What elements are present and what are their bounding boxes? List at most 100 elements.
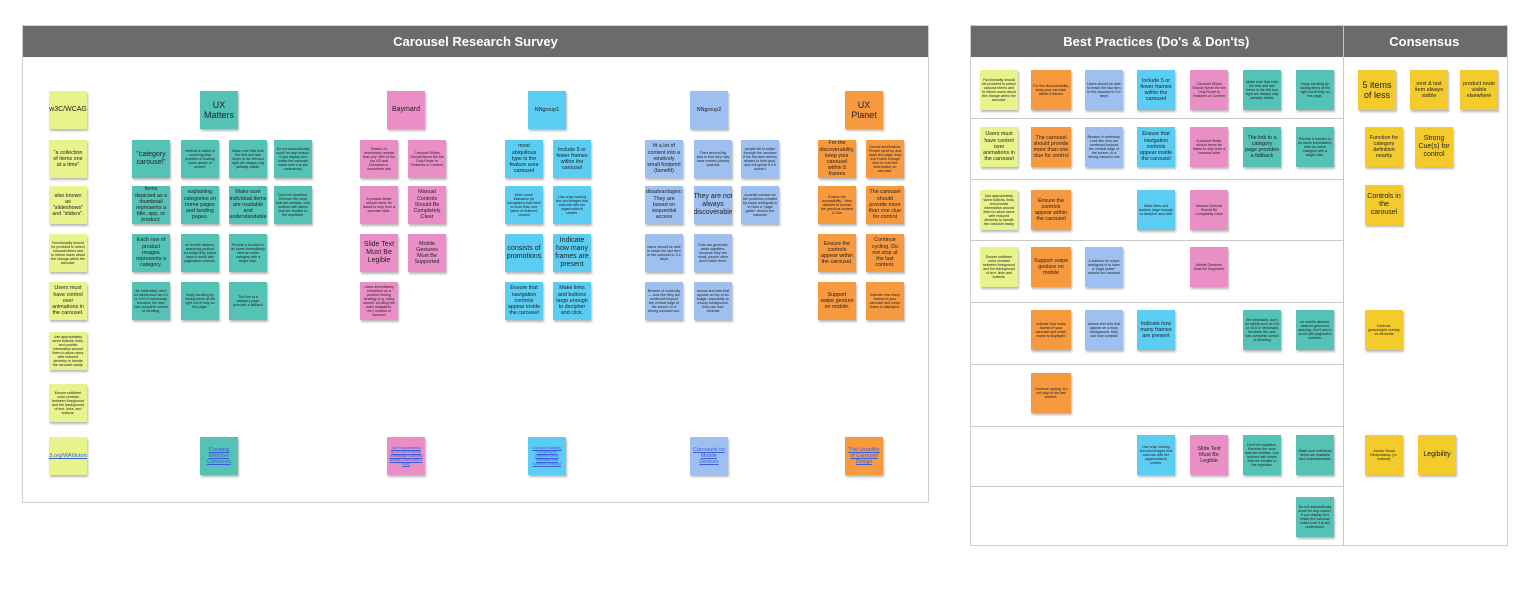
consensus-sticky-note[interactable]: product route visible elsewhere: [1460, 70, 1498, 110]
survey-sticky-note[interactable]: Site Requirements for a User-Friendly Ho…: [387, 437, 425, 475]
survey-sticky-note[interactable]: Functionality should be provided to sele…: [49, 234, 87, 272]
survey-sticky-note[interactable]: arrows and dots that appear on top of an…: [694, 282, 732, 320]
survey-sticky-note[interactable]: Ensure sufficient color contrast between…: [49, 384, 87, 422]
survey-sticky-note[interactable]: users should be able to reach the last i…: [645, 234, 683, 272]
survey-sticky-note[interactable]: UX Planet: [845, 91, 883, 129]
survey-sticky-note[interactable]: "category carousel": [132, 140, 170, 178]
best-practice-sticky-note[interactable]: Be minimalist, don't let labels such as …: [1243, 310, 1281, 350]
survey-sticky-note[interactable]: Ensure that navigation controls appear i…: [505, 282, 543, 320]
best-practice-sticky-note[interactable]: The carousel should provide more than on…: [1031, 127, 1071, 167]
survey-sticky-note[interactable]: NNgroup2: [690, 91, 728, 129]
survey-sticky-note[interactable]: Carousels on Mobile Devices: [690, 437, 728, 475]
best-practice-sticky-note[interactable]: Don't be repetitive. Remove the ones tha…: [1243, 435, 1281, 475]
best-practice-sticky-note[interactable]: Carousel Slides Should Never Be the Only…: [1190, 70, 1228, 110]
survey-sticky-note[interactable]: Carousel Slides Should Never Be the Only…: [408, 140, 446, 178]
survey-sticky-note[interactable]: Make links and buttons large enough to d…: [553, 282, 591, 320]
best-practice-sticky-note[interactable]: For the discoverability, keep your carou…: [1031, 70, 1071, 110]
survey-sticky-note[interactable]: The carousel should provide more than on…: [866, 186, 904, 224]
best-practice-sticky-note[interactable]: Ensure that navigation controls appear i…: [1137, 127, 1175, 167]
survey-sticky-note[interactable]: Ensure the controls appear within the ca…: [818, 234, 856, 272]
best-practice-sticky-note[interactable]: A solution for swipe ambiguity is to hav…: [1085, 247, 1123, 287]
survey-sticky-note[interactable]: Carousel Usability: Designing an Effecti…: [528, 437, 566, 475]
consensus-sticky-note[interactable]: Avoids Visual Redundancy (i.e. buttons): [1365, 435, 1403, 475]
survey-sticky-note[interactable]: Their second big plus is that they may s…: [694, 140, 732, 178]
survey-sticky-note[interactable]: Mobile Gestures Must Be Supported: [408, 234, 446, 272]
survey-sticky-note[interactable]: They are not always discoverable: [694, 186, 732, 224]
survey-sticky-note[interactable]: Use crisp-looking text and images that c…: [553, 186, 591, 224]
best-practice-sticky-note[interactable]: Continue cycling. Do not stop at the las…: [1031, 373, 1071, 413]
best-practice-sticky-note[interactable]: Make links and buttons large enough to d…: [1137, 190, 1175, 230]
survey-sticky-note[interactable]: Ensure text/buttons People scroll up and…: [866, 140, 904, 178]
survey-sticky-note[interactable]: https://www.w3.org/WAI/tutorials/carouse…: [49, 437, 87, 475]
survey-sticky-note[interactable]: Indicate how many frames in your carouse…: [866, 282, 904, 320]
note-link[interactable]: Creating Effective Carousels: [206, 446, 232, 466]
note-link[interactable]: Site Requirements for a User-Friendly Ho…: [389, 445, 423, 467]
consensus-sticky-note[interactable]: Legibility: [1418, 435, 1456, 475]
survey-sticky-note[interactable]: "a collection of items one at a time": [49, 140, 87, 178]
survey-sticky-note[interactable]: For the discoverability, keep your carou…: [818, 140, 856, 178]
best-practice-sticky-note[interactable]: The link to a category page provides a f…: [1243, 127, 1281, 167]
note-link[interactable]: https://www.w3.org/WAI/tutorials/carouse…: [49, 452, 87, 459]
best-practice-sticky-note[interactable]: Indicate how many frames are present: [1137, 310, 1175, 350]
best-practice-sticky-note[interactable]: arrows and dots that appear on a busy ba…: [1085, 310, 1123, 350]
survey-sticky-note[interactable]: Make sure that both the first and last i…: [229, 140, 267, 178]
note-link[interactable]: Carousels on Mobile Devices: [693, 446, 725, 466]
survey-sticky-note[interactable]: Be minimalist, don't let labels such as …: [132, 282, 170, 320]
survey-sticky-note[interactable]: A product finder should never be linked …: [360, 186, 398, 224]
best-practice-sticky-note[interactable]: Use appropriately sized buttons, links, …: [980, 190, 1018, 230]
best-practice-sticky-note[interactable]: A product finder should never be linked …: [1190, 127, 1228, 167]
consensus-sticky-note[interactable]: 5 items of less: [1358, 70, 1396, 110]
best-practice-sticky-note[interactable]: Support swipe gesture on mobile: [1031, 247, 1071, 287]
best-practice-sticky-note[interactable]: Users must have control over animations …: [980, 127, 1018, 167]
survey-sticky-note[interactable]: people tell to swipe through the carouse…: [741, 140, 779, 178]
best-practice-sticky-note[interactable]: Make sure that both the first and last i…: [1243, 70, 1281, 110]
survey-sticky-note[interactable]: The Usability of Carousel Design: [845, 437, 883, 475]
survey-sticky-note[interactable]: Manual Controls Should Be Completely Cle…: [408, 186, 446, 224]
survey-sticky-note[interactable]: A partial solution for the problems crea…: [741, 186, 779, 224]
consensus-sticky-note[interactable]: next & last item always visible: [1410, 70, 1448, 110]
survey-sticky-note[interactable]: Baymard: [387, 91, 425, 129]
best-practice-sticky-note[interactable]: Make sure individual items are readable …: [1296, 435, 1334, 475]
survey-sticky-note[interactable]: The link to a category page provides a f…: [229, 282, 267, 320]
survey-sticky-note[interactable]: explaining categories on home pages and …: [181, 186, 219, 224]
survey-sticky-note[interactable]: Users must have control over animations …: [49, 282, 87, 320]
survey-sticky-note[interactable]: consists of promotions: [505, 234, 543, 272]
survey-sticky-note[interactable]: Continue cycling. Do not stop at the las…: [866, 234, 904, 272]
survey-sticky-note[interactable]: Users immediately embarked on a product …: [360, 282, 398, 320]
survey-sticky-note[interactable]: Imply scrolling by having items at the r…: [181, 282, 219, 320]
best-practice-sticky-note[interactable]: Mobile Gestures Must Be Supported: [1190, 247, 1228, 287]
survey-sticky-note[interactable]: Beware of continuity — look like they ar…: [645, 282, 683, 320]
best-practice-sticky-note[interactable]: Ensure the controls appear within the ca…: [1031, 190, 1071, 230]
best-practice-sticky-note[interactable]: Include 5 or fewer frames within the car…: [1137, 70, 1175, 110]
survey-sticky-note[interactable]: Ensure the accessibility – they allowed …: [818, 186, 856, 224]
note-link[interactable]: The Usability of Carousel Design: [848, 446, 880, 466]
survey-sticky-note[interactable]: Dots are generally weak signifiers, beca…: [694, 234, 732, 272]
survey-sticky-note[interactable]: NNgroup1: [528, 91, 566, 129]
survey-sticky-note[interactable]: Support swipe gesture on mobile.: [818, 282, 856, 320]
survey-sticky-note[interactable]: Do not automatically scroll for any reas…: [274, 140, 312, 178]
consensus-sticky-note[interactable]: Controls: gesture/grid overlap vs elemen…: [1365, 310, 1403, 350]
best-practice-sticky-note[interactable]: Users should be able to reach the last i…: [1085, 70, 1123, 110]
consensus-sticky-note[interactable]: Function for category definition nearby: [1365, 127, 1403, 167]
survey-sticky-note[interactable]: method is useful to resolving that probl…: [181, 140, 219, 178]
survey-sticky-note[interactable]: Don't be repetitive. Remove the ones tha…: [274, 186, 312, 224]
best-practice-sticky-note[interactable]: Indicate how many frames in your carouse…: [1031, 310, 1071, 350]
best-practice-sticky-note[interactable]: Ensure sufficient color contrast between…: [980, 247, 1018, 287]
survey-sticky-note[interactable]: on mobile devices, assuming product curr…: [181, 234, 219, 272]
best-practice-sticky-note[interactable]: Provide a function to let users immediat…: [1296, 127, 1334, 167]
best-practice-sticky-note[interactable]: Functionality should be provided to sele…: [980, 70, 1018, 110]
survey-sticky-note[interactable]: Include 5 or fewer frames within the car…: [553, 140, 591, 178]
survey-sticky-note[interactable]: Make sure individual items are readable …: [229, 186, 267, 224]
best-practice-sticky-note[interactable]: Manual Controls Should Be Completely Cle…: [1190, 190, 1228, 230]
survey-sticky-note[interactable]: fit a lot of content into a relatively s…: [645, 140, 683, 178]
best-practice-sticky-note[interactable]: Beware of continuity. Look like they are…: [1085, 127, 1123, 167]
survey-sticky-note[interactable]: when some indication (or navigation) tha…: [505, 186, 543, 224]
survey-sticky-note[interactable]: disadvantages: They are based on sequent…: [645, 186, 683, 224]
survey-sticky-note[interactable]: Provide a function to let users immediat…: [229, 234, 267, 272]
best-practice-sticky-note[interactable]: on mobile devices, assume generous spaci…: [1296, 310, 1334, 350]
consensus-sticky-note[interactable]: Strong Cue(s) for control: [1415, 127, 1453, 167]
survey-sticky-note[interactable]: Items depicted as a thumbnail represents…: [132, 186, 170, 224]
survey-sticky-note[interactable]: Indicate how many frames are present: [553, 234, 591, 272]
best-practice-sticky-note[interactable]: Slide Text Must Be Legible: [1190, 435, 1228, 475]
note-link[interactable]: Carousel Usability: Designing an Effecti…: [532, 445, 562, 467]
